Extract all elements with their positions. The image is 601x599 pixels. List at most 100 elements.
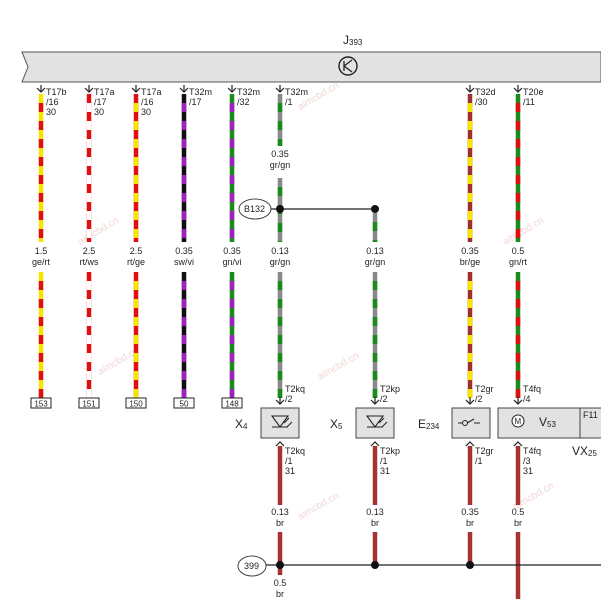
component-x4: X4 [235,407,300,439]
ground-node-label: 399 [244,561,259,571]
module-bar [21,51,601,83]
pin-number-label: /2 [475,394,483,404]
pin-terminal-label: 31 [380,466,390,476]
labels-layer: T17b/1630T17a/1730T17a/1630T32m/17T32m/3… [32,87,544,599]
wire-size-label: 2.5 [83,246,96,256]
pin-marker [275,441,285,447]
component-label: X4 [235,417,248,431]
wire-color-label: br [466,518,474,528]
wire-color-label: br [276,518,284,528]
wire-color-label: gn/vi [222,257,241,267]
pin-connector-label: T17b [46,87,67,97]
pin-terminal-label: 31 [523,466,533,476]
pin-marker [513,441,523,447]
terminal-box [78,397,100,409]
pin-connector-label: T2kq [285,384,305,394]
terminal-label: 148 [225,400,239,409]
pin-connector-label: T20e [523,87,544,97]
pin-number-label: /1 [475,456,483,466]
connector-node-label: B132 [244,204,265,214]
transistor-icon [338,56,358,76]
wire-size-label: 0.35 [175,246,193,256]
junction-dot [466,561,474,569]
wire-size-label: 0.5 [512,507,525,517]
wire-size-label: 0.13 [366,507,384,517]
wire-size-label: 0.13 [271,246,289,256]
terminal-label: 50 [180,400,189,409]
pin-connector-label: T2kq [285,446,305,456]
pin-number-label: /11 [523,97,535,107]
wire-size-label: 1.5 [35,246,48,256]
wire-size-label: 0.35 [461,507,479,517]
wire-color-label: rt/ge [127,257,145,267]
wire-size-label: 0.13 [366,246,384,256]
component-label: E234 [418,417,440,431]
component-v53: M V53 F11 [497,407,601,439]
wire-size-label: 0.5 [512,246,525,256]
pin-number-label: /4 [523,394,531,404]
pin-number-label: /17 [94,97,107,107]
wire-color-label: br [514,518,522,528]
component-label: V53 [539,415,556,429]
pin-number-label: /2 [285,394,293,404]
wire-color-label: gn/rt [509,257,528,267]
wire-color-label: br/ge [460,257,481,267]
wire-color-label: br [371,518,379,528]
pin-connector-label: T32m [285,87,308,97]
pin-connector-label: T17a [141,87,162,97]
pin-marker [465,441,475,447]
wire-color-label: ge/rt [32,257,51,267]
watermark: aimcbd.cn [296,490,341,522]
watermark: aimcbd.cn [76,215,121,247]
pin-connector-label: T4fq [523,446,541,456]
component-label: X5 [330,417,343,431]
wire-size-label: 0.35 [461,246,479,256]
wire-color-label: rt/ws [80,257,99,267]
pin-number-label: /3 [523,456,531,466]
wire-color-label: gr/gn [365,257,386,267]
wire-color-label: gr/gn [270,257,291,267]
pin-connector-label: T17a [94,87,115,97]
module-label: J393 [343,33,363,47]
watermark: aimcbd.cn [316,350,361,382]
component-x5: X5 [330,407,395,439]
pin-connector-label: T2kp [380,384,400,394]
wire-size-label: 0.35 [223,246,241,256]
pin-number-label: /1 [380,456,388,466]
junction-dot [276,561,284,569]
terminal-box [125,397,147,409]
pin-number-label: /32 [237,97,250,107]
wire-color-label: br [276,589,284,599]
motor-icon: M [515,417,522,426]
pin-number-label: /2 [380,394,388,404]
pin-terminal-label: 30 [94,107,104,117]
wire-size-label: 2.5 [130,246,143,256]
wire-size-label: 0.13 [271,507,289,517]
terminal-label: 153 [34,400,48,409]
pin-terminal-label: 31 [285,466,295,476]
pin-connector-label: T2gr [475,446,494,456]
ground-node: 399 [237,555,267,577]
pin-terminal-label: 30 [141,107,151,117]
pin-number-label: /30 [475,97,488,107]
pin-connector-label: T32d [475,87,496,97]
wire-color-label: gr/gn [270,160,291,170]
junction-dot [371,205,379,213]
junction-dot [276,205,284,213]
watermarks: aimcbd.cn aimcbd.cn aimcbd.cn aimcbd.cn … [76,80,556,522]
junction-dot [371,561,379,569]
pin-number-label: /17 [189,97,202,107]
pin-connector-label: T4fq [523,384,541,394]
component-e234: E234 [418,407,491,439]
terminal-label: 151 [82,400,96,409]
partial-f-label: F11 [583,410,598,420]
pin-connector-label: T32m [237,87,260,97]
pin-connector-label: T2kp [380,446,400,456]
terminal-box [221,397,243,409]
pin-connector-label: T32m [189,87,212,97]
terminal-box [30,397,52,409]
pin-connector-label: T2gr [475,384,494,394]
pin-number-label: /16 [141,97,154,107]
wire-size-label: 0.35 [271,149,289,159]
